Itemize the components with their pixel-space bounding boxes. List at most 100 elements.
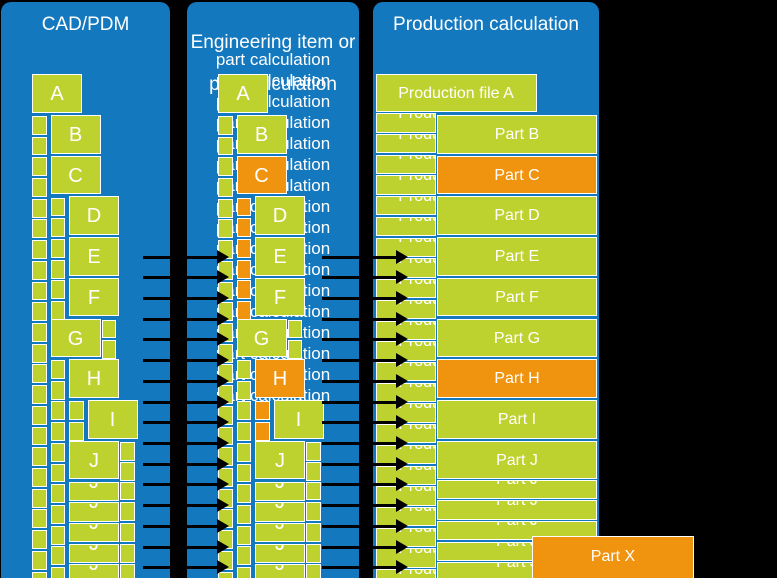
tree-connector-square	[32, 115, 47, 135]
tree-node-g: G	[50, 318, 101, 358]
flow-arrow-engineering-to-production	[322, 518, 408, 533]
flow-arrow-cad-to-engineering	[143, 353, 229, 368]
stacked-file-row-label: Production file A	[398, 216, 434, 226]
part-row-e: Part E	[437, 237, 597, 276]
tree-connector-square	[236, 546, 252, 566]
tree-connector-square	[32, 447, 47, 467]
panel-production-calculation: Production calculation Production file A…	[373, 2, 599, 578]
stacked-part-row-label: Part J	[496, 541, 538, 551]
tree-connector-square	[101, 319, 117, 339]
tree-connector-square	[218, 219, 233, 239]
tree-connector-square	[32, 323, 47, 342]
tree-connector-square	[32, 157, 47, 177]
stacked-file-row-label: Production file A	[398, 196, 434, 205]
tree-connector-square	[32, 136, 47, 156]
flow-arrow-cad-to-engineering	[143, 539, 229, 554]
stacked-file-row-label: Production file A	[398, 444, 434, 454]
stacked-part-row-label: Part J	[496, 500, 538, 509]
tree-connector-square	[236, 505, 252, 524]
stacked-file-row-label: Production file A	[398, 154, 434, 164]
tree-node-g: G	[236, 318, 287, 358]
tree-connector-square	[218, 198, 233, 218]
tree-connector-square	[236, 380, 252, 400]
stacked-part-row: Part J	[437, 520, 597, 541]
tree-connector-square	[218, 136, 233, 156]
tree-connector-square	[236, 280, 252, 300]
flow-arrow-cad-to-engineering	[143, 456, 229, 471]
tree-connector-square	[306, 522, 321, 542]
tree-node-b: B	[50, 115, 101, 154]
tree-connector-square	[236, 218, 252, 238]
flow-arrow-cad-to-engineering	[143, 249, 229, 264]
stacked-part-row-label: Part J	[496, 479, 538, 488]
stacked-sheet-row-label: J	[275, 543, 285, 555]
tree-node-i: I	[87, 400, 138, 439]
panel-production-title: Production calculation	[393, 14, 579, 35]
part-row-h: Part H	[437, 359, 597, 398]
stacked-title-line: part calculation	[215, 70, 331, 90]
flow-arrow-cad-to-engineering	[143, 477, 229, 492]
tree-connector-square	[32, 550, 47, 570]
stacked-file-row-label: Production file A	[398, 465, 434, 475]
stacked-file-row-label: Production file A	[398, 382, 434, 392]
flow-arrow-cad-to-engineering	[143, 498, 229, 513]
tree-connector-square	[120, 543, 135, 563]
tree-connector-square	[50, 360, 66, 379]
stacked-sheet-row: J	[255, 543, 305, 563]
tree-connector-square	[50, 484, 66, 504]
tree-connector-square	[32, 281, 47, 301]
tree-connector-square	[50, 546, 66, 566]
stacked-file-row-label: Production file A	[398, 341, 434, 350]
stacked-file-row-label: Production file A	[398, 403, 434, 412]
tree-connector-square	[120, 502, 135, 522]
tree-connector-square	[32, 302, 47, 322]
stacked-file-row-label: Production file A	[398, 424, 434, 433]
panel-engineering-calculation: Engineering item or part calculation par…	[187, 2, 359, 578]
tree-connector-square	[32, 405, 47, 425]
tree-connector-square	[50, 505, 66, 524]
tree-connector-square	[69, 401, 84, 420]
tree-node-b: B	[236, 115, 287, 154]
stacked-file-row-label: Production file A	[398, 258, 434, 267]
stacked-file-row: Production file A	[375, 196, 436, 216]
flow-arrow-engineering-to-production	[322, 539, 408, 554]
tree-connector-square	[101, 340, 117, 360]
tree-connector-square	[236, 463, 252, 483]
tree-connector-square	[236, 197, 252, 217]
tree-node-a: A	[32, 74, 82, 113]
stacked-sheet-row-label: J	[275, 502, 285, 514]
stacked-file-row: Production file A	[375, 175, 436, 195]
part-x-box: Part X	[532, 536, 694, 578]
part-row-f: Part F	[437, 277, 597, 317]
tree-connector-square	[50, 380, 66, 400]
tree-connector-square	[50, 218, 66, 238]
stacked-file-row-label: Production file A	[398, 279, 434, 288]
tree-connector-square	[306, 441, 321, 461]
tree-node-f: F	[69, 277, 119, 317]
tree-connector-square	[50, 197, 66, 217]
stacked-sheet-row-label: J	[89, 543, 99, 555]
stacked-sheet-row: J	[69, 481, 119, 501]
production-file-box: Production file A	[375, 74, 537, 112]
tree-connector-square	[236, 442, 252, 462]
stacked-file-row-label: Production file A	[398, 361, 434, 371]
tree-node-e: E	[255, 237, 305, 276]
part-row-j: Part J	[437, 440, 597, 480]
tree-connector-square	[32, 177, 47, 197]
flow-arrow-cad-to-engineering	[143, 311, 229, 326]
tree-connector-square	[120, 522, 135, 542]
part-row-i: Part I	[437, 400, 597, 439]
tree-connector-square	[236, 567, 252, 578]
part-row-b: Part B	[437, 115, 597, 154]
tree-connector-square	[236, 238, 252, 258]
tree-node-d: D	[255, 196, 305, 235]
stacked-file-row-label: Production file A	[398, 113, 434, 122]
tree-node-i: I	[273, 400, 324, 439]
tree-node-h: H	[69, 359, 119, 398]
flow-arrow-cad-to-engineering	[143, 394, 229, 409]
tree-connector-square	[32, 240, 47, 259]
flow-arrow-engineering-to-production	[322, 560, 408, 575]
tree-connector-square	[50, 422, 66, 442]
tree-connector-square	[236, 259, 252, 279]
tree-connector-square	[120, 481, 135, 501]
